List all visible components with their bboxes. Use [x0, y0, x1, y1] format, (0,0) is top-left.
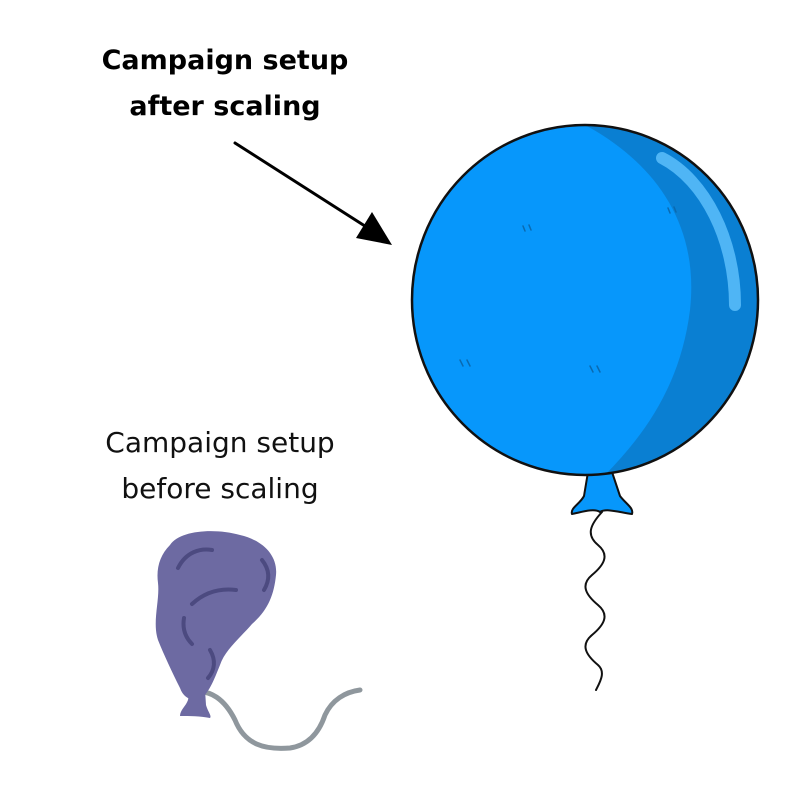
balloon-tick-marks	[459, 206, 677, 373]
after-scaling-label-line2: after scaling	[129, 91, 321, 122]
before-scaling-label: Campaign setup before scaling	[55, 420, 385, 512]
before-scaling-label-line2: before scaling	[121, 472, 319, 505]
deflated-balloon-body	[155, 531, 277, 700]
after-scaling-label-line1: Campaign setup	[101, 45, 349, 76]
deflated-balloon-string	[189, 687, 363, 751]
deflated-balloon-creases	[176, 547, 271, 680]
balloon-string	[584, 511, 606, 691]
arrow-icon	[233, 141, 392, 245]
before-scaling-label-line1: Campaign setup	[105, 426, 335, 459]
balloon-highlight	[656, 152, 741, 311]
deflated-balloon-knot	[180, 688, 211, 718]
balloon-knot	[570, 471, 634, 515]
inflated-balloon-icon	[410, 123, 760, 691]
deflated-balloon-icon	[155, 531, 363, 751]
balloon-outline	[410, 123, 760, 477]
after-scaling-label: Campaign setup after scaling	[60, 38, 390, 130]
